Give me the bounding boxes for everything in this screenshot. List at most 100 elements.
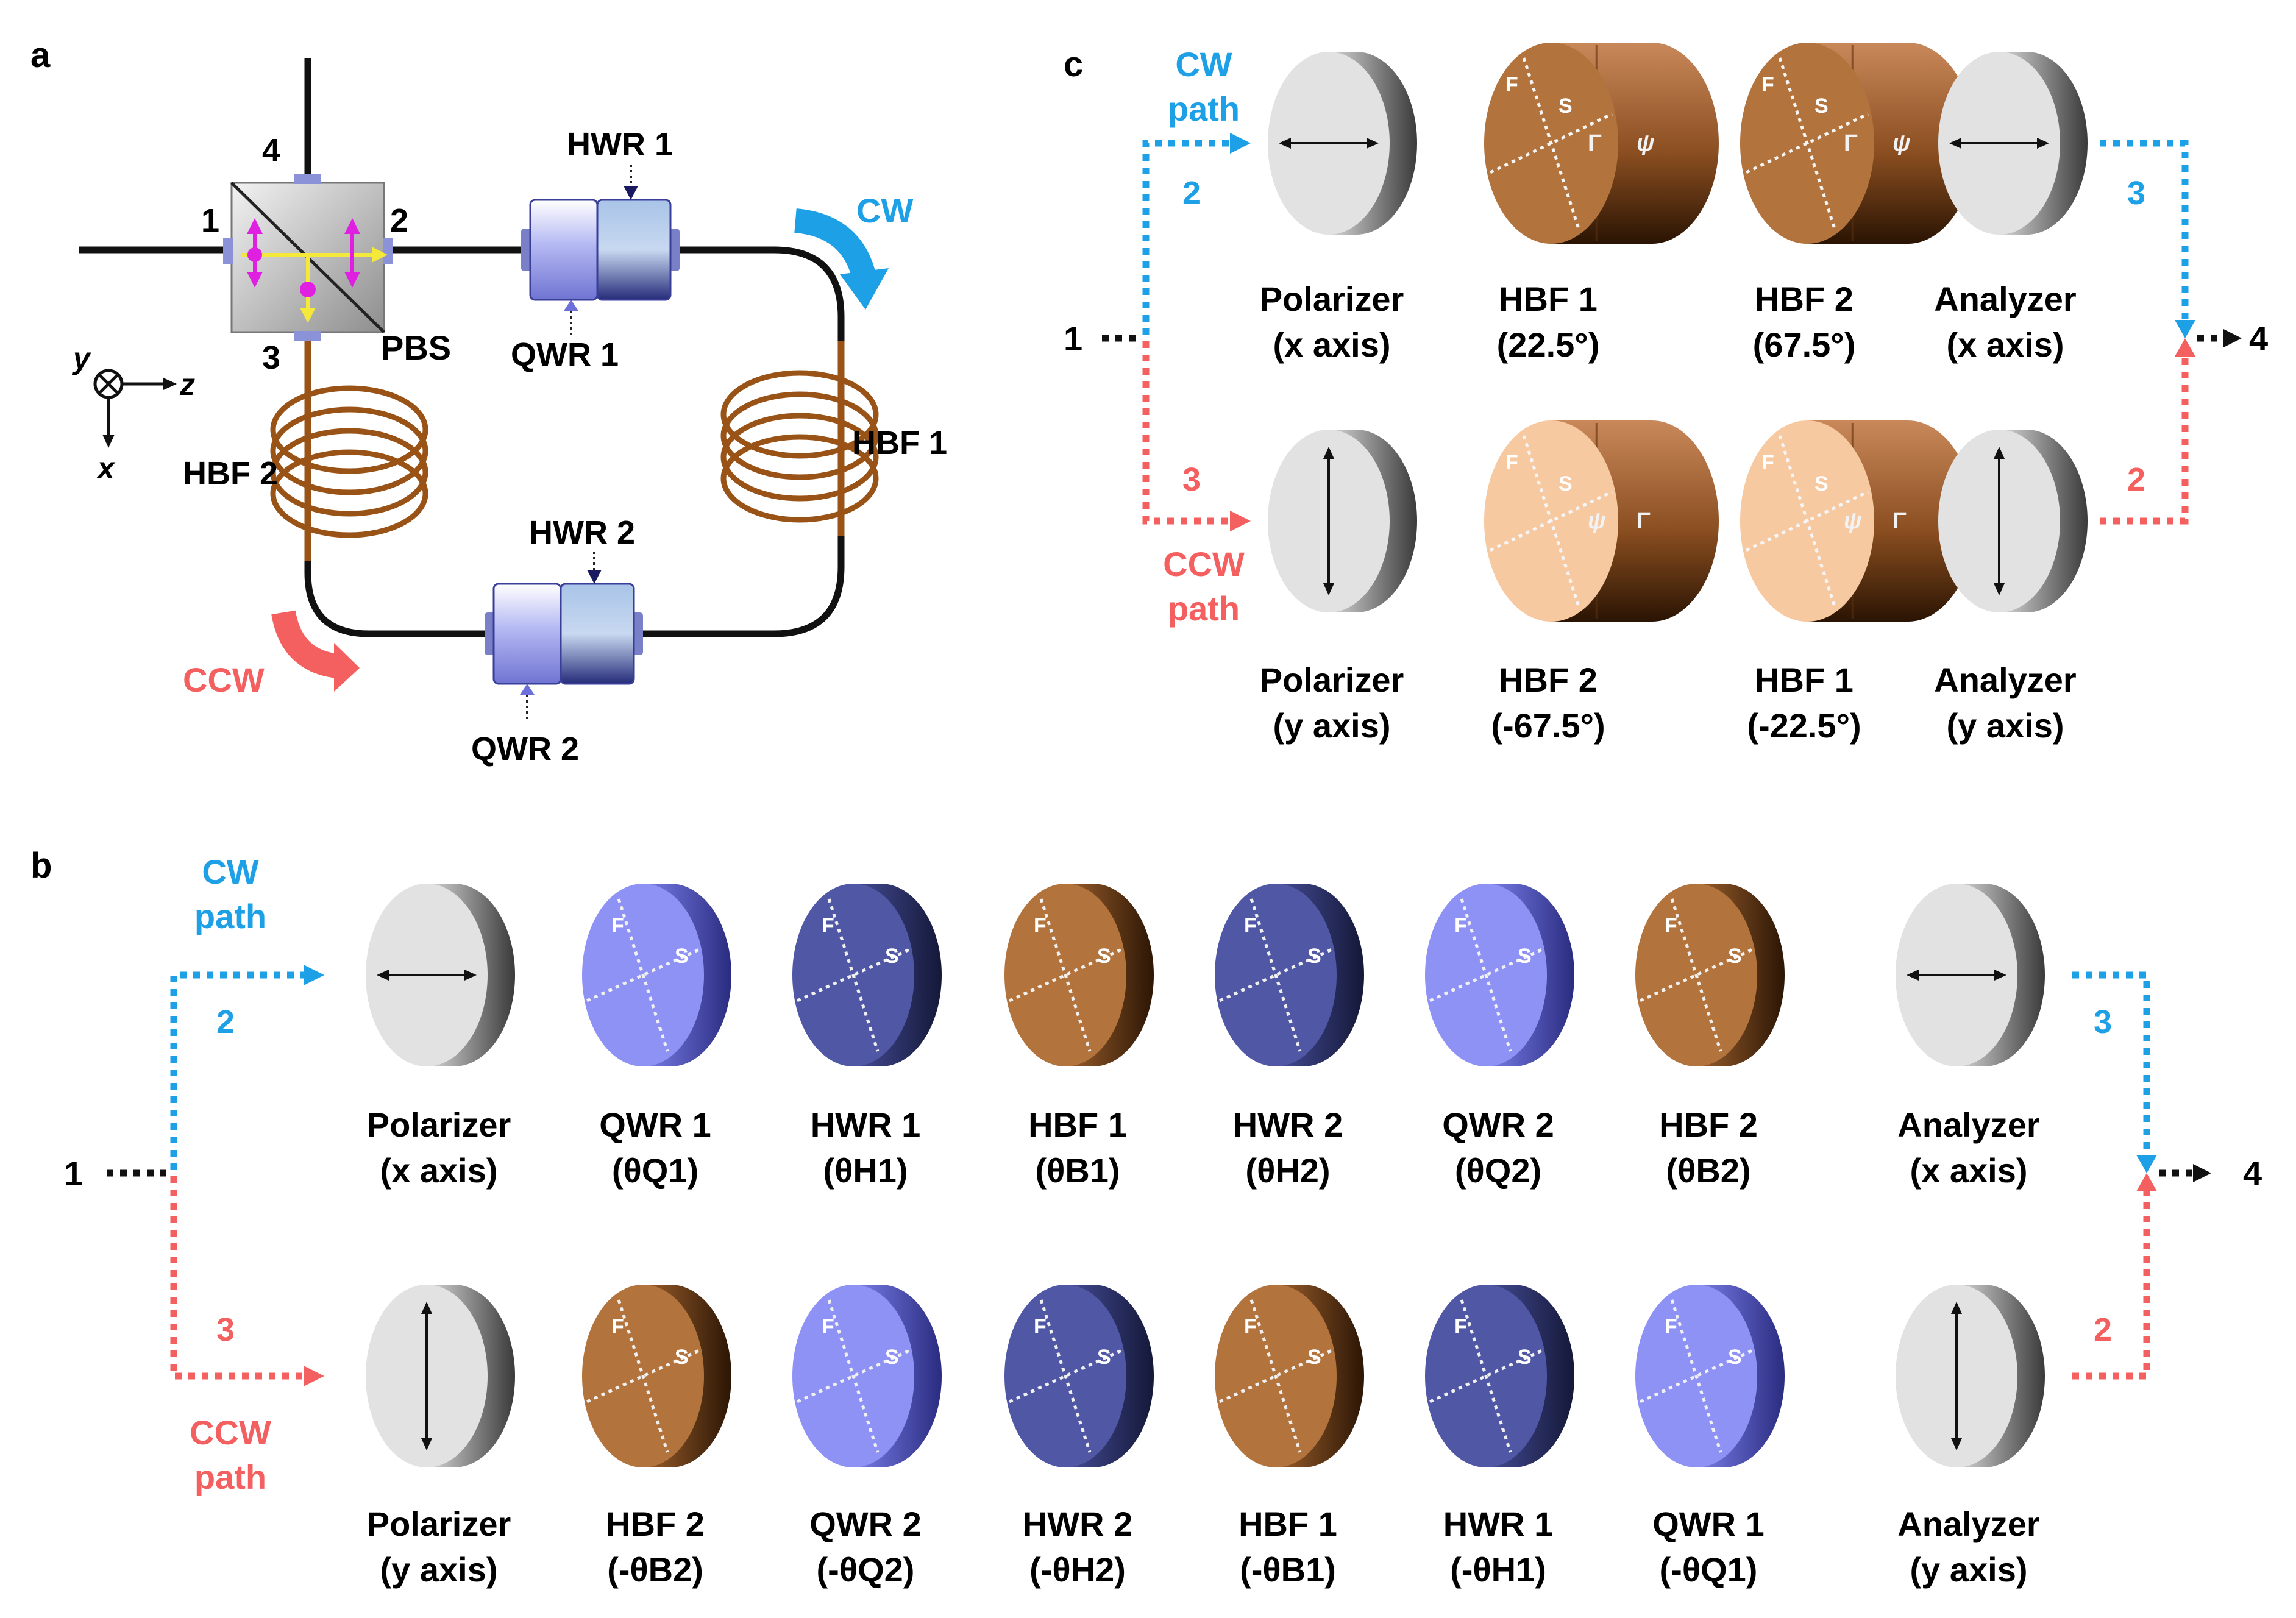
c-top-4-param-label: (x axis) [1947,325,2064,364]
c-ccw-start-port: 3 [1182,461,1201,498]
b-top-qwr-6-fast-axis-label: F [1454,914,1467,937]
hbf2-label: HBF 2 [183,455,278,492]
panel-c-label: c [1064,44,1083,84]
c-top-hbf-2-slow-axis-label: S [1559,94,1573,118]
ccw-label: CCW [183,661,265,699]
cw-path-arrowhead [1230,133,1251,154]
b-top-hbf-4-axes [1008,898,1123,1052]
waveplate-housing-2 [485,583,643,685]
b-bottom-1-param-label: (y axis) [380,1550,498,1589]
axis-x-label: x [96,451,116,485]
c-top-hbf-2-fast-axis-label: F [1505,73,1518,96]
b-bottom-hbf-5-fast-axis-label: F [1244,1315,1257,1338]
b-bottom-hbf-5-axes [1218,1299,1333,1453]
b-bottom-qwr-3-axes [796,1299,911,1453]
c-top-polarizer-1-axis-arrow-icon [1279,138,1379,149]
c-bottom-2-name-label: HBF 2 [1499,661,1598,699]
b-cw-end-port: 3 [2094,1004,2112,1040]
b-top-4-param-label: (θB1) [1035,1151,1120,1190]
c-bottom-hbf-3-gamma-label: Γ [1893,508,1907,534]
b-top-qwr-6-slow-axis-label: S [1518,945,1532,968]
b-top-5-name-label: HWR 2 [1233,1105,1343,1144]
b-top-8-name-label: Analyzer [1897,1105,2039,1144]
b-top-polarizer-8 [1896,884,2045,1066]
panel-a: a [30,35,947,767]
b-top-6-param-label: (θQ2) [1455,1151,1541,1190]
b-bottom-polarizer-8-axis-arrow-icon [1951,1302,1962,1450]
b-top-7-param-label: (θB2) [1666,1151,1750,1190]
c-top-polarizer-4-axis-arrow-icon [1949,138,2049,149]
b-bottom-hbf-2-slow-axis-label: S [675,1346,689,1369]
b-top-qwr-2-axes [586,898,700,1052]
b-ccw-end-port: 2 [2094,1311,2112,1348]
b-top-7-name-label: HBF 2 [1659,1105,1758,1144]
b-bottom-qwr-7-axes [1639,1299,1754,1453]
port-3-label: 3 [262,339,280,376]
b-top-qwr-2-slow-axis-label: S [675,945,689,968]
pointer-qwr2 [520,684,535,722]
b-top-3-param-label: (θH1) [823,1151,908,1190]
c-bottom-hbf-3-psi-label: ψ [1844,508,1861,534]
b-bottom-hbf-5-slow-axis-label: S [1307,1346,1321,1369]
ccw-path-arrowhead [1230,511,1251,531]
c-cw-start-port: 2 [1182,175,1201,211]
c-top-hbf-2-gamma-label: Γ [1588,130,1602,156]
b-bottom-6-param-label: (-θH1) [1450,1550,1546,1589]
b-top-hwr-5-axes [1218,898,1333,1052]
b-top-1-param-label: (x axis) [380,1151,498,1190]
b-bottom-3-name-label: QWR 2 [809,1505,922,1543]
c-bottom-3-param-label: (-22.5°) [1747,706,1861,745]
panel-a-label: a [30,35,51,75]
b-top-hwr-3-fast-axis-label: F [822,914,834,937]
c-ccw-label-1: CCW [1163,545,1245,583]
b-bottom-hwr-4-axes [1008,1299,1123,1453]
b-top-hbf-7-axes [1639,898,1754,1052]
c-top-hbf-3-fast-axis-label: F [1761,73,1774,96]
c-bottom-polarizer-4-axis-arrow-icon [1994,447,2005,595]
b-bottom-qwr-3: FS [792,1285,942,1467]
b-cw-start-port: 2 [216,1004,235,1040]
qwr1-label: QWR 1 [511,336,619,373]
b-top-2-name-label: QWR 1 [599,1105,711,1144]
b-bottom-hwr-6-axes [1429,1299,1543,1453]
b-bottom-8-param-label: (y axis) [1910,1550,2028,1589]
cw-arrow [794,208,889,310]
hwr2-label: HWR 2 [529,514,635,551]
b-bottom-1-name-label: Polarizer [367,1505,511,1543]
c-cw-label-2: path [1168,90,1240,128]
c-top-2-param-label: (22.5°) [1497,325,1600,364]
panel-b: b 1 4 CW path CCW path 2 3 3 2 Polarizer… [30,846,2262,1589]
b-top-hbf-7-fast-axis-label: F [1665,914,1677,937]
b-top-8-param-label: (x axis) [1910,1151,2028,1190]
c-top-hbf-2-psi-label: ψ [1637,130,1654,156]
b-top-hbf-4-fast-axis-label: F [1034,914,1047,937]
b-top-2-param-label: (θQ1) [612,1151,698,1190]
b-bottom-qwr-7-slow-axis-label: S [1728,1346,1742,1369]
b-bottom-hbf-2: FS [582,1285,731,1467]
hwr1-label: HWR 1 [567,126,673,163]
b-bottom-polarizer-8 [1896,1285,2045,1467]
panel-b-label: b [30,846,52,885]
c-ccw-end-port: 2 [2127,461,2145,498]
b-bottom-hbf-2-axes [586,1299,700,1453]
c-bottom-1-param-label: (y axis) [1273,706,1391,745]
c-bottom-hbf-3-fast-axis-label: F [1761,451,1774,474]
c-bottom-2-param-label: (-67.5°) [1491,706,1605,745]
c-cw-end-port: 3 [2127,175,2145,211]
c-bottom-hbf-3-axes [1745,435,1869,607]
c-top-2-name-label: HBF 1 [1499,280,1598,318]
b-top-hwr-3-axes [796,898,911,1052]
c-ccw-label-2: path [1168,589,1240,628]
b-bottom-5-name-label: HBF 1 [1239,1505,1337,1543]
c-bottom-hbf-2-fast-axis-label: F [1505,451,1518,474]
pbs-cube [223,174,393,341]
b-top-hbf-4-slow-axis-label: S [1097,945,1111,968]
output-arrowhead [2223,329,2242,347]
c-top-polarizer-4 [1938,52,2088,235]
b-bottom-polarizer-1 [366,1285,515,1467]
b-top-qwr-6-axes [1429,898,1543,1052]
qwr2-label: QWR 2 [471,731,579,767]
